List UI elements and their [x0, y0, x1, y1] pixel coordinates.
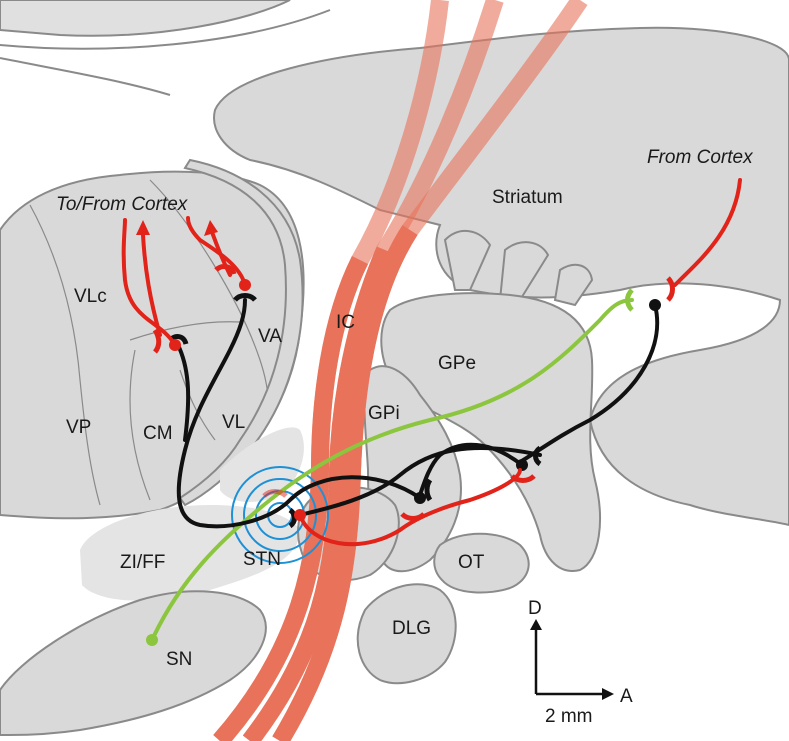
nigral-pathway	[146, 288, 634, 646]
label-ot: OT	[458, 552, 485, 573]
label-from-cortex: From Cortex	[647, 147, 754, 168]
label-ic: IC	[336, 312, 355, 333]
inhibitory-pathways	[168, 293, 661, 529]
thalamic-lower-zone	[220, 427, 304, 502]
label-gpe: GPe	[438, 353, 476, 374]
label-to-from-cortex: To/From Cortex	[56, 194, 189, 215]
zi-ff-region	[80, 505, 300, 601]
label-striatum: Striatum	[492, 187, 563, 208]
label-vlc: VLc	[74, 286, 107, 307]
label-scale-bar: 2 mm	[545, 706, 593, 727]
label-sn: SN	[166, 649, 192, 670]
internal-capsule-fibers	[213, 0, 588, 741]
excitatory-pathways	[121, 178, 742, 547]
label-cm: CM	[143, 423, 173, 444]
label-dorsal: D	[528, 598, 542, 619]
label-vl: VL	[222, 412, 245, 433]
label-va: VA	[258, 326, 282, 347]
striatal-bridges	[443, 230, 594, 307]
internal-medullary-lamina	[178, 158, 304, 507]
label-vp: VP	[66, 417, 91, 438]
label-gpi: GPi	[368, 403, 400, 424]
sn-region	[0, 590, 267, 737]
label-stn: STN	[243, 549, 281, 570]
label-dlg: DLG	[392, 618, 431, 639]
orientation-scale-indicator: D A 2 mm	[528, 598, 633, 727]
label-zi-ff: ZI/FF	[120, 552, 165, 573]
cortical-outline-curves	[0, 0, 331, 96]
ot-region	[433, 532, 530, 594]
dlg-region	[356, 583, 457, 685]
label-anterior: A	[620, 686, 633, 707]
